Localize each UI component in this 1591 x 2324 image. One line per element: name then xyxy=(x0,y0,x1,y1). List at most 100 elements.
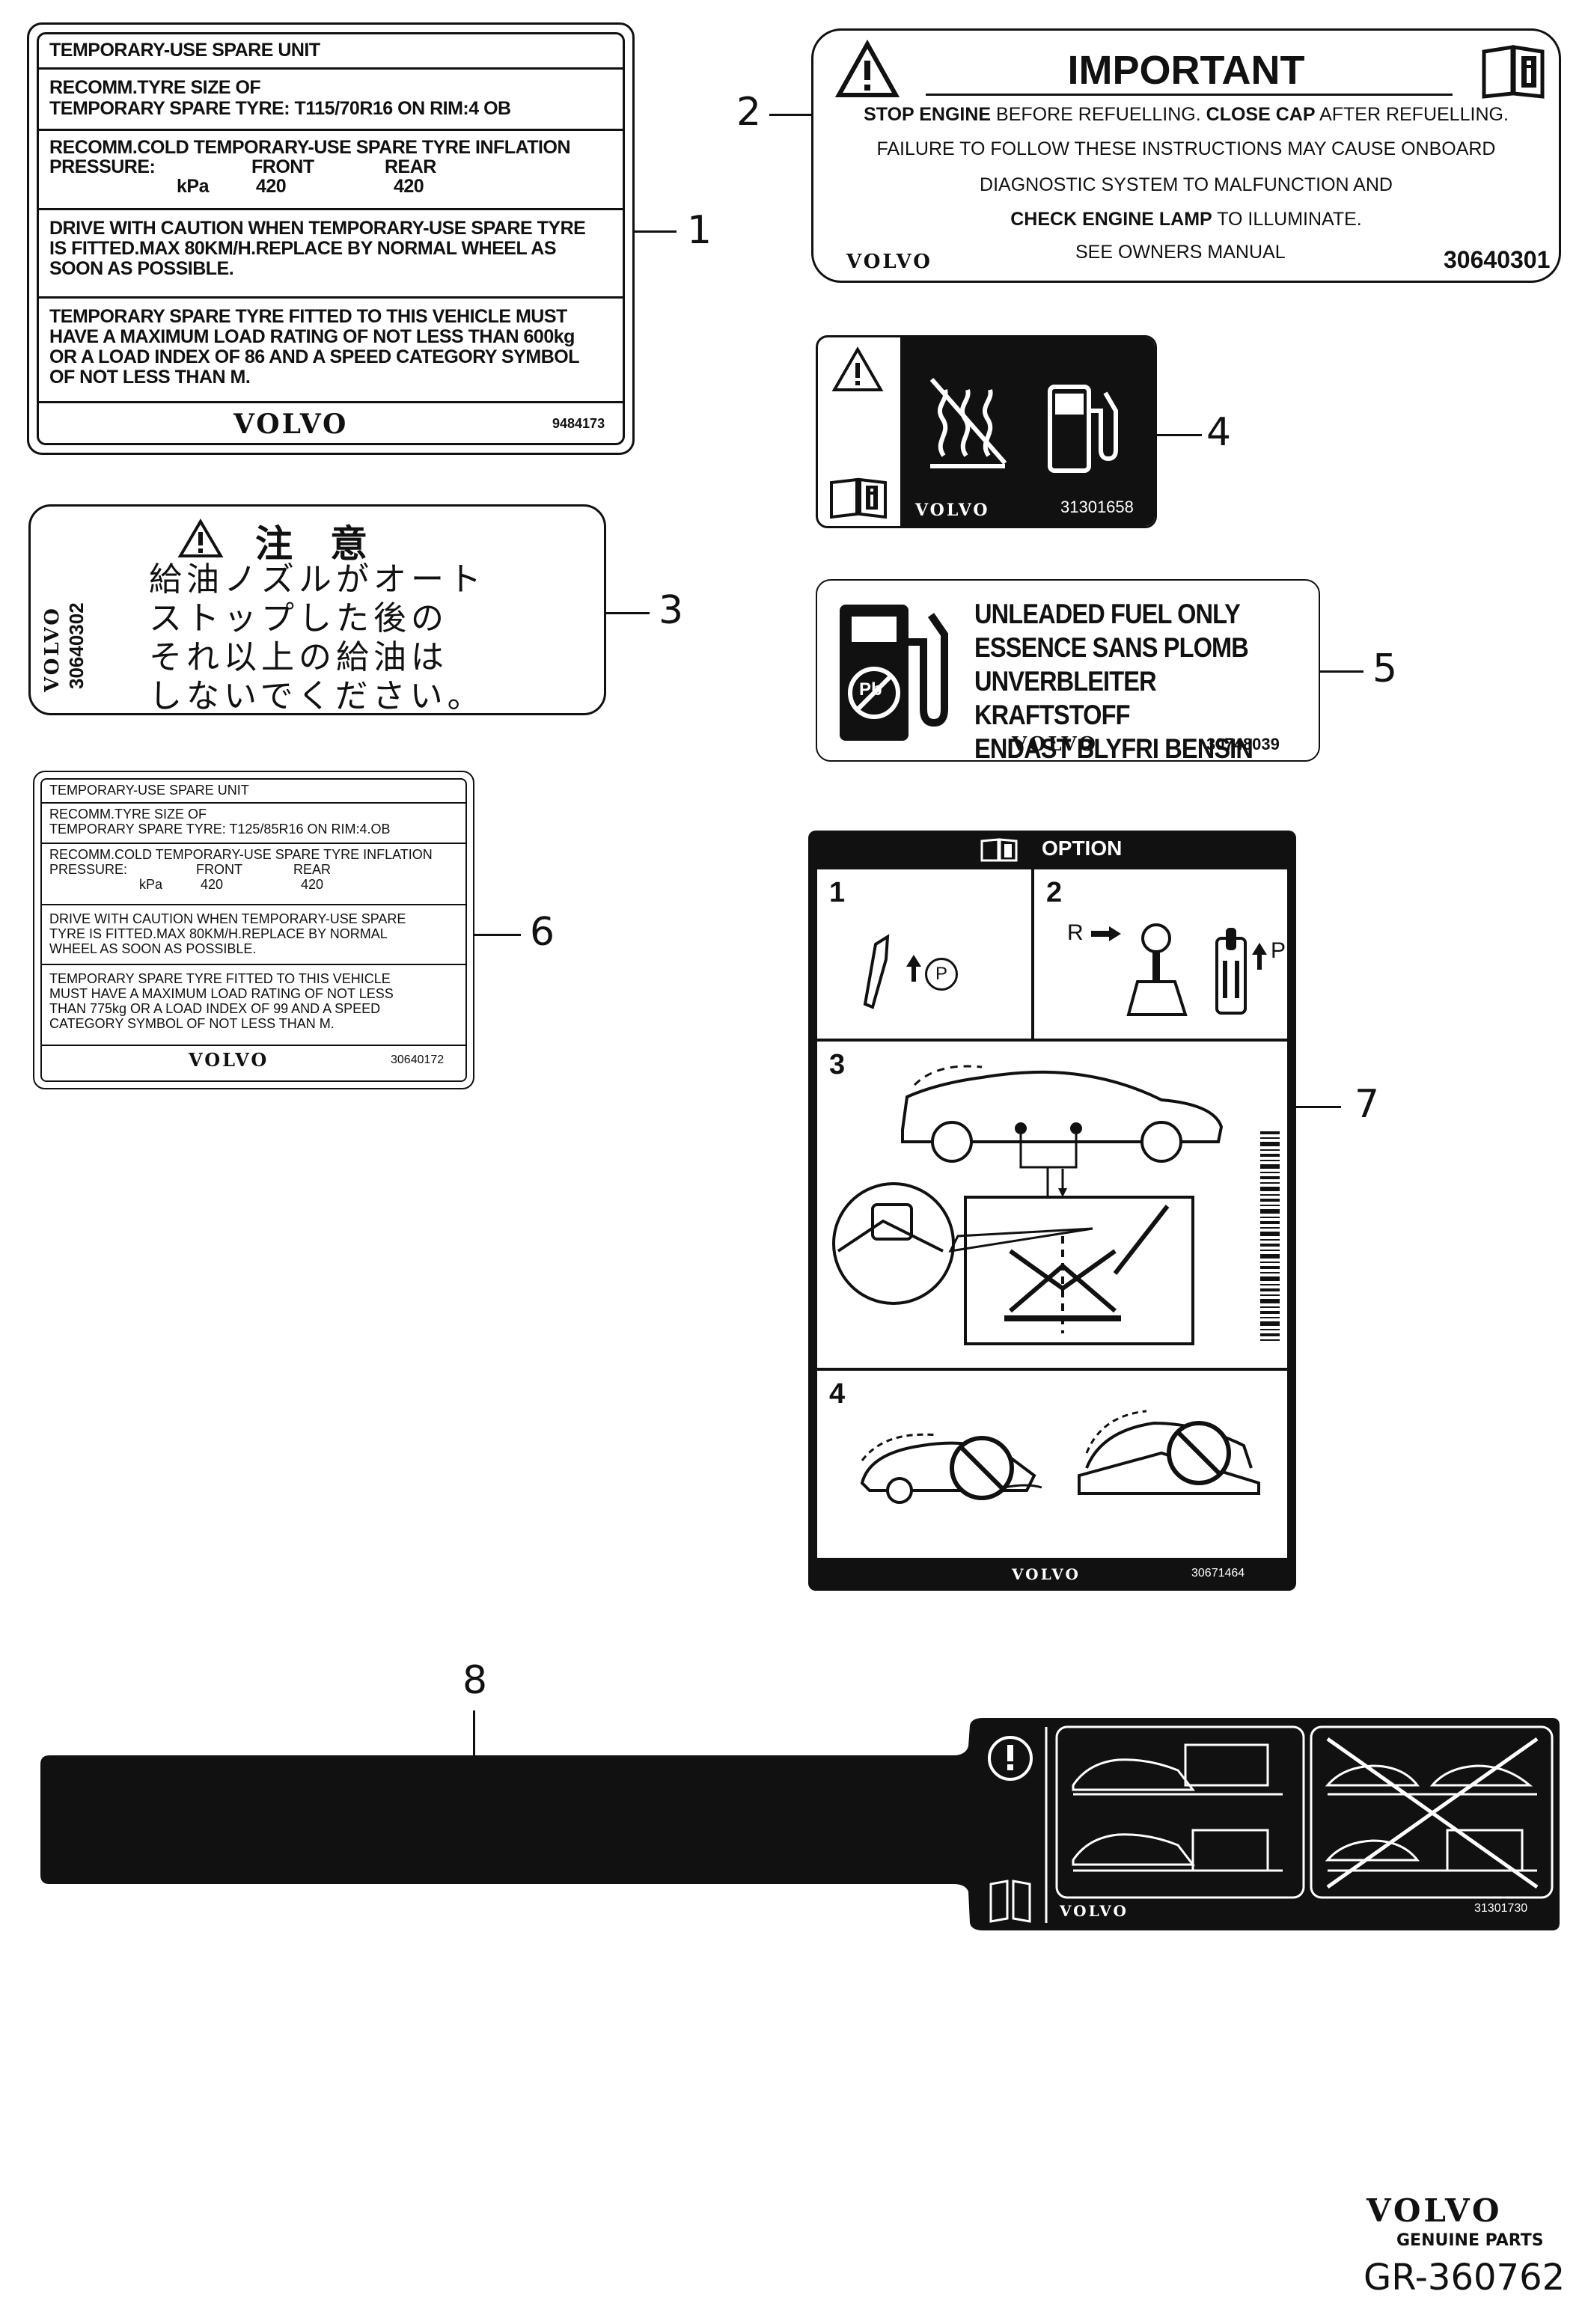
callout-1: 1 xyxy=(687,208,712,253)
callout-4-leader xyxy=(1157,434,1202,436)
label1-brand: VOLVO xyxy=(233,409,349,440)
label2-brand: VOLVO xyxy=(846,251,932,273)
arrow-up-icon xyxy=(906,955,921,982)
label6-front-val: 420 xyxy=(201,877,224,892)
callout-7-leader xyxy=(1296,1106,1341,1108)
callout-5: 5 xyxy=(1372,646,1398,691)
label1-press-label: PRESSURE: xyxy=(49,156,156,177)
label3-line-4: しないでください。 xyxy=(149,677,485,715)
label1-rear-val: 420 xyxy=(394,176,424,197)
label7-p-label: P xyxy=(1271,938,1286,963)
label7-step-3: 3 xyxy=(829,1049,846,1080)
callout-6-leader xyxy=(474,934,521,936)
automatic-gear-lever-icon xyxy=(1215,928,1247,1015)
label7-brand: VOLVO xyxy=(1012,1565,1081,1583)
callout-2: 2 xyxy=(736,90,762,135)
label1-fitted-text: TEMPORARY SPARE TYRE FITTED TO THIS VEHI… xyxy=(49,306,579,388)
manual-gear-lever-icon xyxy=(1126,923,1188,1016)
warning-triangle-icon xyxy=(177,519,224,557)
callout-8: 8 xyxy=(462,1658,488,1703)
label6-fit-l3: THAN 775kg OR A LOAD INDEX OF 99 AND A S… xyxy=(49,1001,381,1016)
label1-part-no: 9484173 xyxy=(552,416,605,431)
label3-line-3: それ以上の給油は xyxy=(149,638,448,676)
callout-2-leader xyxy=(769,114,813,116)
label6-press-label: PRESSURE: xyxy=(49,862,128,877)
label6-drive-l1: DRIVE WITH CAUTION WHEN TEMPORARY-USE SP… xyxy=(49,911,406,926)
label7-step-4: 4 xyxy=(829,1378,846,1410)
label7-step-2: 2 xyxy=(1046,877,1063,908)
label1-drive-text: DRIVE WITH CAUTION WHEN TEMPORARY-USE SP… xyxy=(49,218,586,279)
callout-8-leader xyxy=(473,1710,475,1755)
callout-1-leader xyxy=(635,230,677,233)
label2-line4: CHECK ENGINE LAMP TO ILLUMINATE. xyxy=(1010,209,1362,230)
label1-press-line1: RECOMM.COLD TEMPORARY-USE SPARE TYRE INF… xyxy=(49,137,571,158)
label6-press-line1: RECOMM.COLD TEMPORARY-USE SPARE TYRE INF… xyxy=(49,847,433,862)
callout-7: 7 xyxy=(1355,1082,1380,1127)
label5-brand: VOLVO xyxy=(1012,733,1098,756)
label3-side-brand: VOLVO xyxy=(41,606,64,692)
callout-4: 4 xyxy=(1206,410,1232,455)
warning-triangle-icon xyxy=(834,39,900,97)
label5-line-4: ENDAST BLYFRI BENSIN xyxy=(974,733,1253,764)
label1-front-val: 420 xyxy=(256,176,287,197)
label1-rear: REAR xyxy=(385,156,436,177)
label-1-spare-tyre: TEMPORARY-USE SPARE UNIT RECOMM.TYRE SIZ… xyxy=(27,22,635,455)
label6-rear-val: 420 xyxy=(301,877,324,892)
no-vapour-icon xyxy=(929,378,1007,468)
label6-drive-l3: WHEEL AS SOON AS POSSIBLE. xyxy=(49,941,257,956)
label5-line-1: UNLEADED FUEL ONLY xyxy=(974,599,1241,629)
label5-line-3: UNVERBLEITER KRAFTSTOFF xyxy=(974,666,1157,730)
label1-size-line2: TEMPORARY SPARE TYRE: T115/70R16 ON RIM:… xyxy=(49,98,511,119)
label6-fit-l2: MUST HAVE A MAXIMUM LOAD RATING OF NOT L… xyxy=(49,986,394,1001)
callout-6: 6 xyxy=(530,910,555,955)
label1-front: FRONT xyxy=(251,156,314,177)
label2-title: IMPORTANT xyxy=(1067,48,1305,93)
footer-genuine: GENUINE PARTS xyxy=(1396,2231,1544,2250)
jack-detail-icon xyxy=(832,1169,1194,1345)
label2-line3: DIAGNOSTIC SYSTEM TO MALFUNCTION AND xyxy=(980,174,1393,195)
label7-panel-3: 3 xyxy=(817,1042,1287,1368)
label1-header: TEMPORARY-USE SPARE UNIT xyxy=(49,40,320,61)
warning-triangle-icon xyxy=(831,346,884,391)
car-jacking-points-icon xyxy=(901,1065,1224,1197)
label6-fit-l4: CATEGORY SYMBOL OF NOT LESS THAN M. xyxy=(49,1016,335,1031)
label7-panel-4: 4 xyxy=(817,1371,1287,1558)
label4-brand: VOLVO xyxy=(915,501,990,520)
label1-unit: kPa xyxy=(177,176,209,197)
label3-title: 注 意 xyxy=(255,522,367,566)
label3-line-2: ストップした後の xyxy=(149,599,448,637)
label4-part-no: 31301658 xyxy=(1060,498,1134,516)
parking-circle-icon: P xyxy=(925,958,958,991)
label6-header: TEMPORARY-USE SPARE UNIT xyxy=(49,783,249,798)
label2-line1: STOP ENGINE BEFORE REFUELLING. CLOSE CAP… xyxy=(864,104,1509,125)
label6-front: FRONT xyxy=(196,862,242,877)
label2-part-no: 30640301 xyxy=(1444,246,1551,273)
arrow-up-icon xyxy=(1252,943,1267,970)
owners-manual-icon xyxy=(1482,45,1545,99)
label7-step-1: 1 xyxy=(829,877,846,908)
label2-line2: FAILURE TO FOLLOW THESE INSTRUCTIONS MAY… xyxy=(876,138,1496,159)
label6-rear: REAR xyxy=(293,862,332,877)
label5-part-no: 30748039 xyxy=(1206,735,1280,753)
label7-r-label: R xyxy=(1067,920,1084,945)
arrow-right-icon xyxy=(1091,926,1121,941)
fuel-pump-icon xyxy=(1048,385,1118,473)
label7-part-no: 30671464 xyxy=(1191,1567,1245,1580)
footer-brand: VOLVO xyxy=(1366,2192,1503,2229)
label-2-important: IMPORTANT STOP ENGINE BEFORE REFUELLING.… xyxy=(811,28,1561,283)
label1-size-line1: RECOMM.TYRE SIZE OF xyxy=(49,77,261,98)
label6-fit-l1: TEMPORARY SPARE TYRE FITTED TO THIS VEHI… xyxy=(49,971,391,986)
footer-ref: GR-360762 xyxy=(1364,2257,1566,2299)
label6-drive-l2: TYRE IS FITTED.MAX 80KM/H.REPLACE BY NOR… xyxy=(49,926,388,941)
callout-5-leader xyxy=(1320,670,1364,673)
label8-part-no: 31301730 xyxy=(1474,1902,1528,1915)
label3-side-part: 30640302 xyxy=(65,602,88,689)
callout-3: 3 xyxy=(659,588,684,633)
label6-size-line1: RECOMM.TYRE SIZE OF xyxy=(49,807,207,822)
label-7-jack-instructions: OPTION 1 P 2 R P xyxy=(808,831,1296,1591)
owners-manual-icon xyxy=(830,477,887,519)
label-4-fuel-vapour: VOLVO 31301658 xyxy=(816,335,1157,528)
label6-brand: VOLVO xyxy=(189,1049,269,1071)
label5-pb: Pb xyxy=(859,679,882,700)
no-ramp-icon xyxy=(1078,1410,1260,1495)
